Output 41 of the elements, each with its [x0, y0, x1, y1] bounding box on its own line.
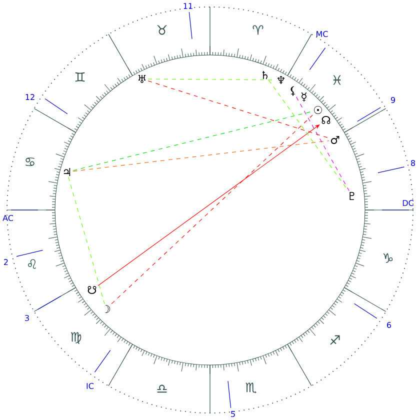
zodiac-sign: ♍ — [70, 332, 82, 344]
zodiac-sign: ♈ — [252, 25, 264, 35]
zodiac-sign: ♏ — [246, 382, 256, 394]
planet-glyph: ♅ — [138, 74, 146, 84]
planet-glyph: ♃ — [64, 168, 70, 176]
planet-glyph: ⚸ — [290, 86, 295, 96]
planet-glyph: ☉ — [314, 106, 322, 114]
planet-glyph: ☽ — [105, 305, 110, 314]
aspect-line — [148, 80, 330, 138]
planet-glyph: ☊ — [322, 116, 330, 124]
house-number: 5 — [231, 411, 235, 417]
aspect-line — [68, 176, 105, 304]
planet-glyph: ♆ — [277, 76, 285, 84]
house-number: 12 — [26, 94, 34, 100]
zodiac-sign: ♐ — [330, 335, 340, 345]
zodiac-sign: ♑ — [383, 253, 393, 263]
house-number: 3 — [25, 314, 29, 322]
aspect-line — [72, 140, 330, 172]
zodiac-sign: ♊ — [75, 72, 85, 82]
aspect-line — [268, 80, 349, 192]
aspect-line — [111, 114, 313, 304]
house-number: 9 — [390, 96, 395, 104]
house-number: 8 — [411, 160, 415, 166]
house-number: AC — [2, 214, 14, 222]
planet-glyph: ♇ — [350, 192, 354, 200]
house-number: DC — [402, 200, 414, 206]
house-number: 11 — [184, 3, 192, 9]
zodiac-sign: ♉ — [157, 25, 167, 35]
house-number: MC — [316, 30, 328, 38]
aspect-line — [296, 96, 350, 192]
house-number: 2 — [4, 259, 8, 265]
zodiac-sign: ♌ — [28, 259, 36, 269]
planet-glyph: ☿ — [302, 92, 306, 102]
planet-glyph: ♂ — [330, 136, 340, 144]
planet-glyph: ☋ — [88, 286, 96, 294]
house-number: IC — [86, 382, 94, 390]
house-number: 6 — [387, 322, 392, 328]
planet-glyph: ♄ — [262, 70, 268, 80]
zodiac-sign: ♋ — [26, 158, 34, 166]
zodiac-sign: ♓ — [333, 75, 341, 85]
zodiac-sign: ♎ — [157, 384, 167, 393]
